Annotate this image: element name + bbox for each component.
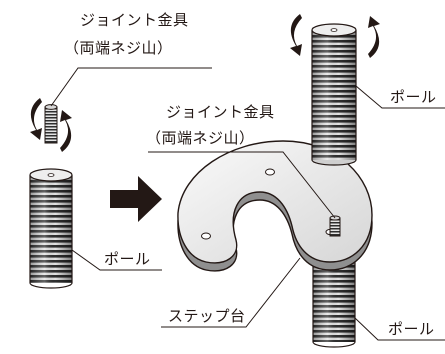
- joint-left-label-line2: （両端ネジ山）: [64, 39, 173, 57]
- joint-left-label-line1: ジョイント金具: [80, 11, 189, 29]
- pole-bottom-right-label: ポール: [388, 320, 435, 338]
- step-base: [177, 140, 373, 272]
- joint-right-label-line2: （両端ネジ山）: [146, 129, 255, 147]
- pole-top-right-label: ポール: [390, 88, 437, 106]
- leader-lines: [50, 67, 445, 341]
- step-base-label: ステップ台: [168, 307, 246, 325]
- rotate-arrows-icon: [290, 14, 380, 58]
- right-arrow-icon: [110, 176, 162, 222]
- top-right-pole: [311, 23, 357, 166]
- left-pole: [29, 168, 73, 289]
- left-joint-bolt: [44, 104, 58, 144]
- rotate-arrows-icon: [30, 98, 72, 152]
- joint-right-label-line1: ジョイント金具: [166, 103, 275, 121]
- base-joint-bolt: [329, 215, 341, 237]
- pole-left-label: ポール: [104, 250, 151, 268]
